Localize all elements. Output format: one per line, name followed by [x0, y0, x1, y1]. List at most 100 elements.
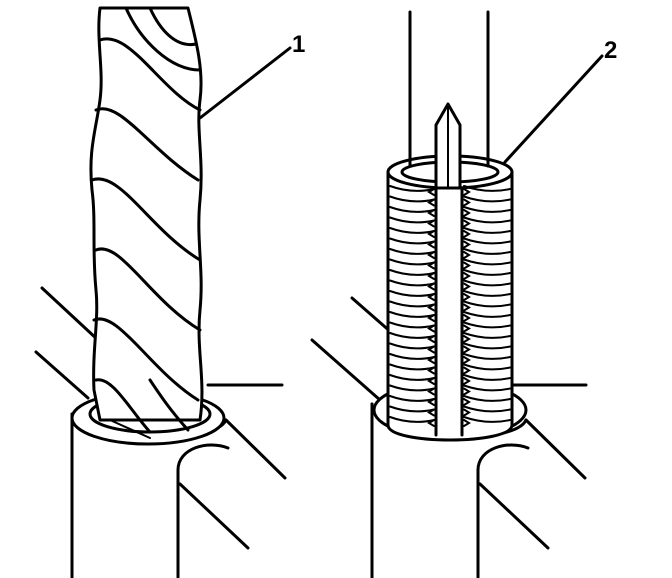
thread-ridge [389, 248, 435, 255]
thread-tooth [463, 251, 471, 259]
thread-ridge [463, 395, 511, 402]
thread-ridge [389, 258, 435, 266]
thread-tooth [427, 282, 435, 291]
thread-ridge [389, 342, 435, 350]
thread-tooth [463, 209, 471, 217]
thread-tooth [427, 345, 435, 354]
thread-tooth [427, 377, 435, 385]
thread-tooth [427, 261, 435, 270]
thread-ridge [463, 374, 511, 381]
callout-number-2: 2 [604, 37, 617, 64]
thread-tooth [427, 209, 435, 217]
thread-tooth [427, 324, 435, 333]
thread-ridge [463, 384, 511, 392]
thread-ridge [389, 269, 435, 276]
drill-bit [89, 6, 204, 439]
thread-tooth [463, 198, 471, 207]
thread-ridge [463, 195, 511, 203]
thread-ridge [463, 269, 511, 276]
thread-ridge [463, 279, 511, 287]
thread-ridge [389, 353, 435, 360]
thread-ridges [389, 185, 511, 427]
thread-ridge [389, 363, 435, 371]
thread-ridge [463, 353, 511, 360]
thread-tooth [463, 387, 471, 396]
thread-tooth [427, 335, 435, 343]
thread-tooth [427, 366, 435, 375]
thread-tooth [427, 398, 435, 406]
thread-ridge [389, 206, 435, 213]
thread-ridge [463, 216, 511, 224]
thread-ridge [389, 395, 435, 402]
thread-ridge [463, 206, 511, 213]
thread-tooth [463, 314, 471, 322]
callout-2: 2 [503, 37, 617, 164]
thread-tooth [427, 219, 435, 228]
thread-tooth [427, 303, 435, 312]
thread-ridge [463, 300, 511, 308]
thread-ridge [463, 342, 511, 350]
thread-tooth [463, 188, 471, 196]
thread-ridge [389, 227, 435, 234]
thread-ridge [463, 248, 511, 255]
thread-ridge [463, 321, 511, 329]
thread-tooth [463, 293, 471, 301]
thread-tooth [463, 335, 471, 343]
thread-ridge [389, 195, 435, 203]
thread-tooth [427, 408, 435, 417]
thread-ridge [463, 363, 511, 371]
thread-tooth [427, 240, 435, 249]
thread-ridge [389, 290, 435, 297]
thread-tooth [427, 387, 435, 396]
thread-tooth [427, 188, 435, 196]
thread-ridge [389, 216, 435, 224]
thread-ridge [463, 311, 511, 318]
thread-ridge [389, 185, 435, 192]
thread-tooth [463, 272, 471, 280]
thread-ridge [463, 237, 511, 245]
thread-tooth [463, 408, 471, 417]
thread-ridge [463, 185, 511, 192]
thread-ridge [463, 290, 511, 297]
thread-tooth [463, 230, 471, 238]
thread-ridge [389, 416, 435, 423]
thread-tooth [463, 219, 471, 228]
thread-tooth [463, 282, 471, 291]
thread-ridge [389, 374, 435, 381]
thread-tooth [463, 356, 471, 364]
thread-ridge [389, 332, 435, 339]
thread-tooth [427, 356, 435, 364]
thread-tooth [463, 324, 471, 333]
thread-ridge [463, 416, 511, 423]
thread-tooth [463, 377, 471, 385]
thread-tooth [427, 198, 435, 207]
thread-ridge [463, 332, 511, 339]
thread-ridge [389, 384, 435, 392]
thread-ridge [389, 311, 435, 318]
thread-ridge [389, 300, 435, 308]
threaded-insert [386, 154, 514, 442]
callout-number-1: 1 [292, 31, 305, 58]
thread-ridge [463, 258, 511, 266]
thread-tooth [463, 303, 471, 312]
thread-tooth [463, 240, 471, 249]
callout-1: 1 [198, 31, 305, 120]
thread-ridge [389, 321, 435, 329]
thread-tooth [463, 261, 471, 270]
thread-tooth [427, 314, 435, 322]
tap-shank [408, 10, 490, 190]
thread-ridge [463, 405, 511, 413]
thread-tooth [463, 366, 471, 375]
thread-tooth [463, 419, 471, 427]
thread-tooth [427, 251, 435, 259]
thread-tooth [427, 293, 435, 301]
thread-ridge [389, 279, 435, 287]
thread-ridge [463, 227, 511, 234]
thread-tooth [427, 230, 435, 238]
thread-tooth [427, 272, 435, 280]
thread-ridge [389, 237, 435, 245]
thread-tooth [427, 419, 435, 427]
thread-tooth [463, 345, 471, 354]
thread-tooth [463, 398, 471, 406]
